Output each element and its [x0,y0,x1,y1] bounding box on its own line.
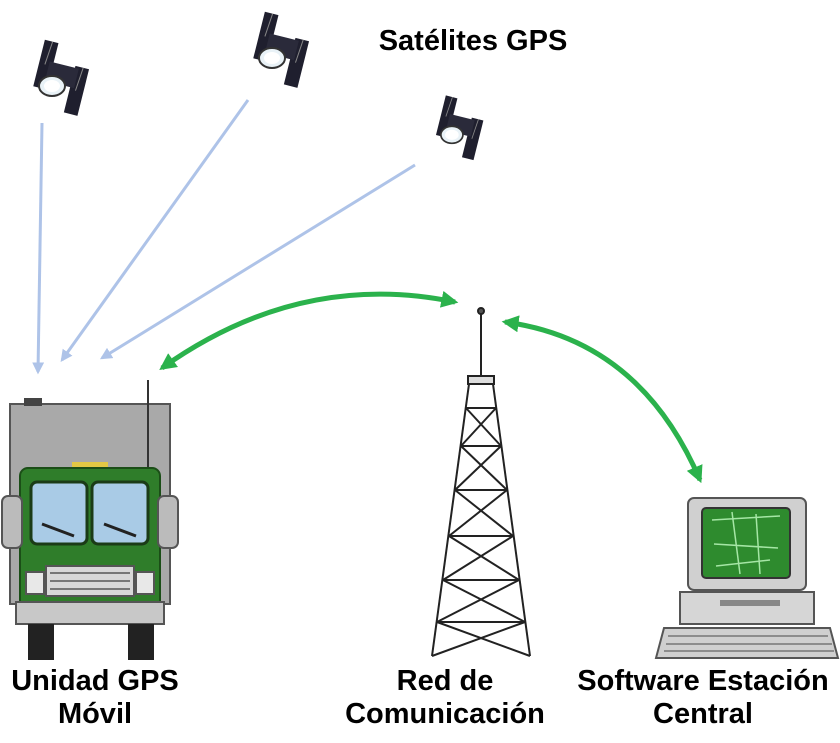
gps-signal-line [38,123,42,372]
central-station-label: Software Estación Central [566,665,840,731]
satellite-icon [253,12,309,88]
mobile-unit-label-line1: Unidad GPS [0,665,190,698]
satellites-label-text: Satélites GPS [358,25,588,58]
truck-icon [2,380,178,660]
satellite-icon [436,95,483,160]
network-label-line1: Red de [330,665,560,698]
tower-icon [432,308,530,656]
network-label: Red de Comunicación [330,665,560,731]
satellite-icon [33,40,89,116]
central-station-label-line2: Central [566,698,840,731]
network-label-line2: Comunicación [330,698,560,731]
comm-link-tower-station [505,322,700,480]
gps-signal-line [102,165,415,358]
gps-signal-line [62,100,248,360]
computer-icon [656,498,838,658]
mobile-unit-label-line2: Móvil [0,698,190,731]
central-station-label-line1: Software Estación [566,665,840,698]
satellites-label: Satélites GPS [358,25,588,58]
comm-link-truck-tower [162,294,455,368]
mobile-unit-label: Unidad GPS Móvil [0,665,190,731]
